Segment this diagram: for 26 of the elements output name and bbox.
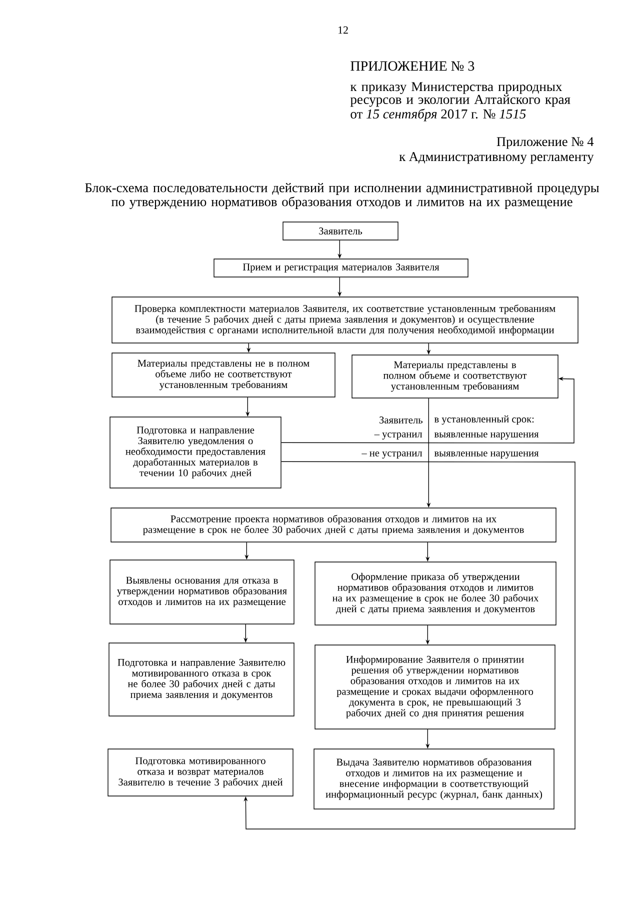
appendix-note: к Административному регламенту (399, 152, 594, 164)
condition-text: в установленный срок: (434, 415, 534, 425)
appendix-heading: ПРИЛОЖЕНИЕ № 3 (350, 61, 474, 71)
process-box: Подготовка и направление Заявителю мотивированного отказа в срок не более 30 рабочих дней с даты приема заявления и документов (108, 642, 294, 716)
process-box: Материалы представлены в полном объеме и соответствуют установленным требованиям (352, 354, 558, 398)
diagram-title: Блок-схема последовательности действий при исполнении административной процедуры по утверждению нормативов образования отходов и лимитов на их размещение (85, 183, 599, 209)
page-number: 12 (338, 26, 348, 34)
process-box: Материалы представлены не в полном объеме либо не соответствуют установленным требованиям (112, 352, 336, 398)
condition-text: выявленные нарушения (434, 432, 539, 440)
process-box: Подготовка мотивированного отказа и возврат материалов Заявителю в течение 3 рабочих дней (108, 748, 294, 796)
process-box: Выявлены основания для отказа в утверждении нормативов образования отходов и лимитов на их размещение (110, 560, 294, 624)
appendix-note: к приказу Министерства природных ресурсов и экологии Алтайского края (350, 82, 570, 107)
edge-label: – не устранил (361, 450, 423, 460)
process-box: Проверка комплектности материалов Заявителя, их соответствие установленным требованиям (в течение 5 рабочих дней с даты приема заявления и документов) и осуществление взаимодействия с органами исполнительной власти для получения необходимой информации (112, 296, 578, 344)
process-box: Заявитель (282, 222, 398, 240)
process-box: Подготовка и направление Заявителю уведомления о необходимости предоставления доработанных материалов в течении 10 рабочих дней (110, 416, 282, 488)
process-box: Оформление приказа об утверждении нормативов образования отходов и лимитов на их размещение в срок не более 30 рабочих дней с даты приема заявления и документов (314, 562, 556, 626)
arrow (244, 461, 576, 830)
date-line: от 15 сентября 2017 г. № 1515 (350, 108, 526, 122)
condition-text: выявленные нарушения (434, 451, 539, 459)
appendix-heading: Приложение № 4 (496, 137, 594, 149)
condition-text: Заявитель (380, 416, 422, 424)
process-box: Информирование Заявителя о принятии решения об утверждении нормативов образования отходов и лимитов на их размещение и сроках выдачи оформленного документа в срок, не превышающий 3 рабочих дней со дня принятия решения (314, 644, 556, 730)
process-box: Прием и регистрация материалов Заявителя (214, 258, 468, 278)
process-box: Рассмотрение проекта нормативов образования отходов и лимитов на их размещение в срок не более 30 рабочих дней с даты приема заявления и документов (110, 508, 556, 542)
process-box: Выдача Заявителю нормативов образования отходов и лимитов на их размещение и внесение информации в соответствующий информационный ресурс (журнал, банк данных) (314, 748, 554, 810)
